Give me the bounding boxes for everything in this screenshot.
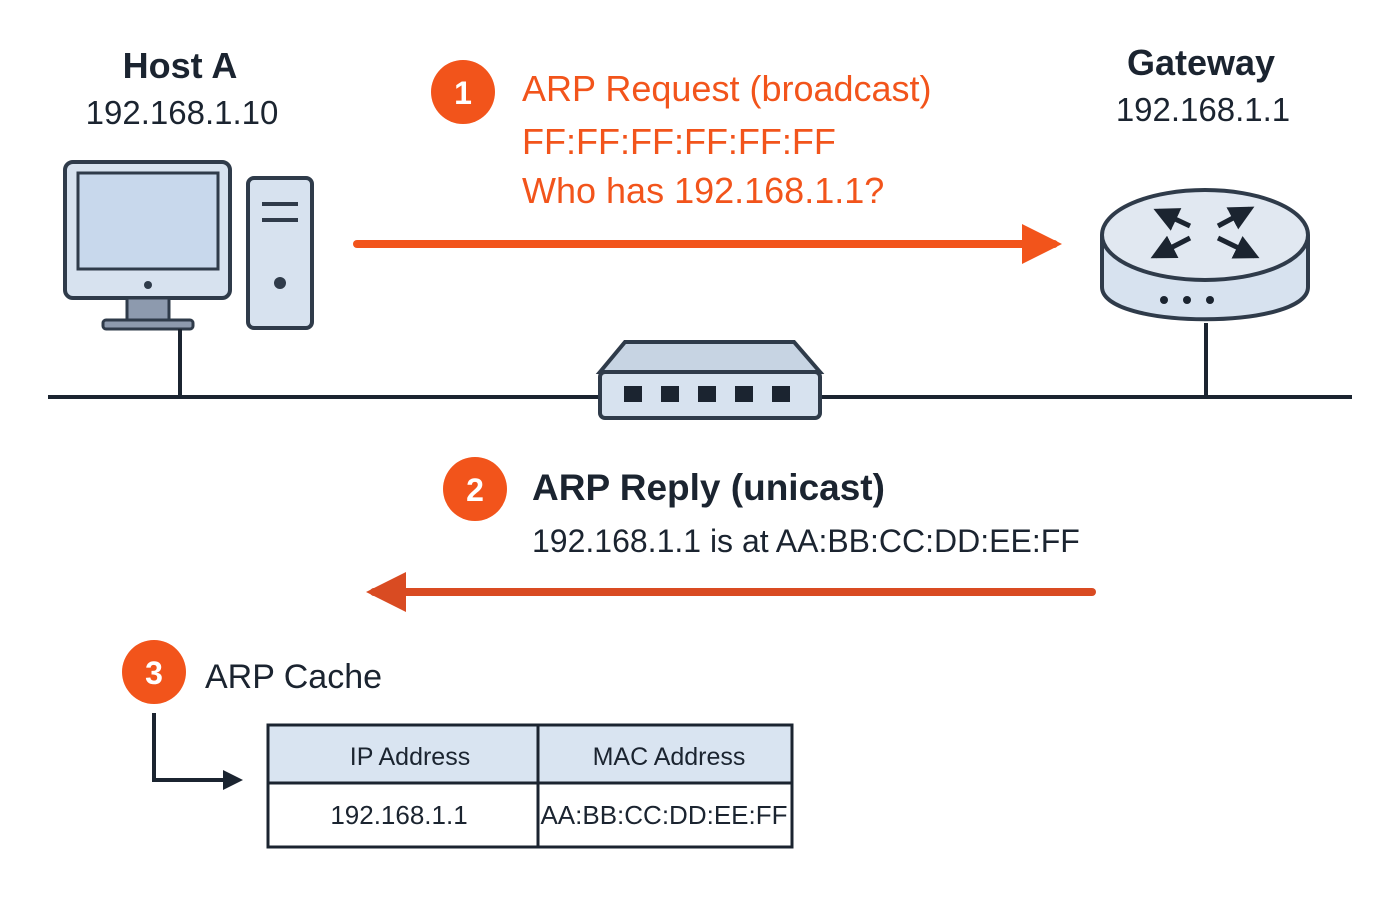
arp-cache-step: 3 ARP Cache	[122, 640, 382, 790]
table-border	[266, 723, 794, 849]
arp-reply-text: 192.168.1.1 is at AA:BB:CC:DD:EE:FF	[532, 523, 1080, 559]
step-three-number: 3	[145, 655, 163, 691]
step-two-badge	[443, 457, 507, 521]
network-switch-icon	[595, 340, 825, 420]
gateway-ip: 192.168.1.1	[1116, 91, 1290, 128]
step-one-number: 1	[454, 75, 472, 111]
arp-request-title: ARP Request (broadcast)	[522, 68, 932, 109]
desktop-computer-icon	[63, 160, 314, 331]
cache-connector-arrow	[152, 713, 243, 790]
table-header-ip-address: IP Address	[350, 743, 470, 771]
arp-reply-step: 2 ARP Reply (unicast) 192.168.1.1 is at …	[366, 457, 1096, 612]
step-two-number: 2	[466, 472, 484, 508]
arp-request-question: Who has 192.168.1.1?	[522, 170, 884, 211]
host-title: Host A	[123, 45, 238, 86]
arp-request-step: 1 ARP Request (broadcast) FF:FF:FF:FF:FF…	[353, 60, 1062, 264]
arp-cache-title: ARP Cache	[205, 658, 382, 696]
host-a-node: Host A 192.168.1.10	[63, 45, 314, 397]
gateway-node: Gateway 192.168.1.1	[1100, 42, 1310, 397]
broadcast-mac-address: FF:FF:FF:FF:FF:FF	[522, 121, 836, 162]
step-one-badge	[431, 60, 495, 124]
host-ip: 192.168.1.10	[86, 94, 279, 131]
table-header-mac-address: MAC Address	[593, 743, 746, 771]
table-row-mac: AA:BB:CC:DD:EE:FF	[540, 800, 787, 830]
gateway-title: Gateway	[1127, 42, 1275, 83]
arp-cache-table: IP Address MAC Address 192.168.1.1 AA:BB…	[266, 723, 794, 849]
step-three-badge	[122, 640, 186, 704]
table-body-background	[268, 783, 792, 847]
table-header-background	[268, 725, 792, 783]
arp-reply-title: ARP Reply (unicast)	[532, 467, 885, 508]
table-row-ip: 192.168.1.1	[330, 800, 467, 830]
router-icon	[1100, 188, 1310, 322]
